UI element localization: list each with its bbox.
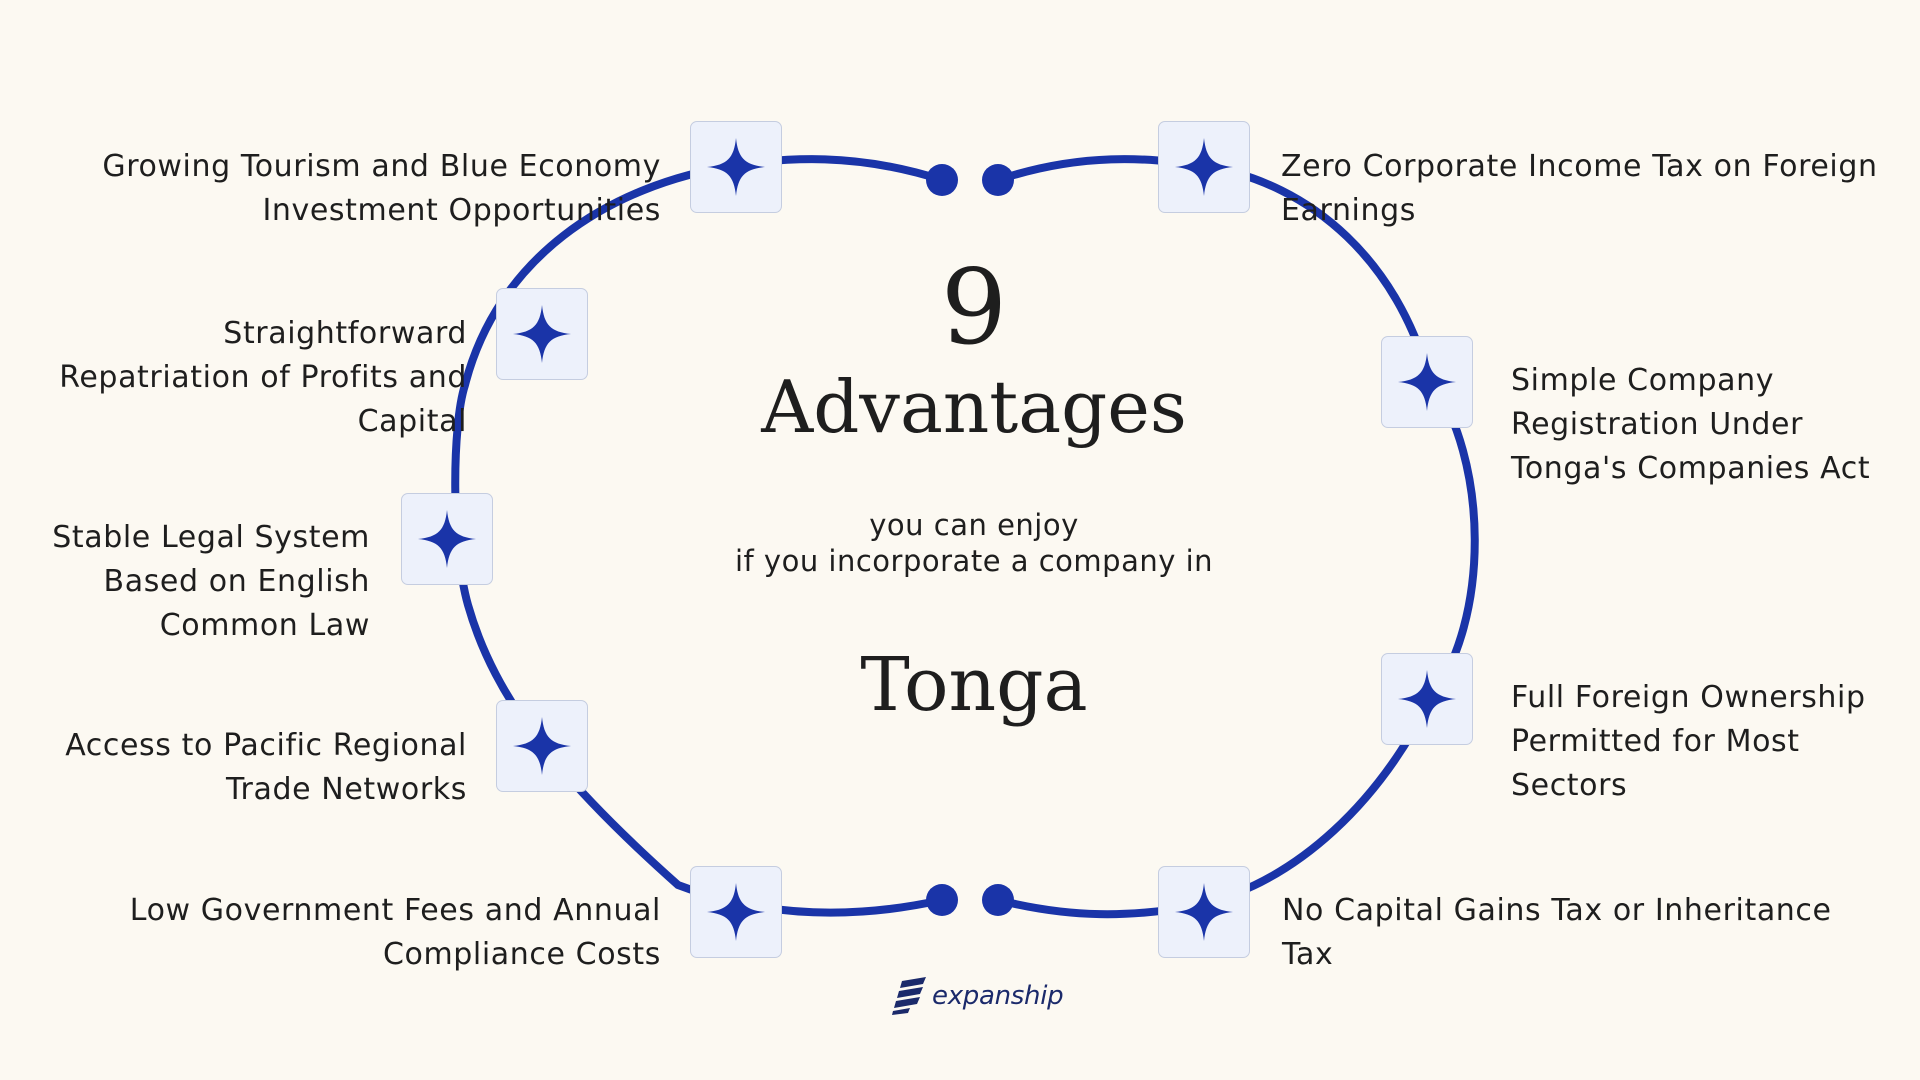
- advantage-label-line: Earnings: [1281, 193, 1416, 228]
- country-name: Tonga: [860, 642, 1088, 728]
- advantage-label-line: Sectors: [1511, 768, 1628, 803]
- advantage-node: [690, 866, 782, 958]
- advantage-node: [1158, 866, 1250, 958]
- ring-endpoint-dot: [926, 884, 958, 916]
- advantage-label-line: Growing Tourism and Blue Economy: [102, 149, 661, 184]
- advantage-node: [401, 493, 493, 585]
- advantage-label: Straightforward Repatriation of Profits …: [59, 312, 467, 444]
- center-subtitle-line2: if you incorporate a company in: [734, 544, 1214, 578]
- brand-logo: expanship: [892, 976, 1064, 1016]
- center-subtitle-line1: you can enjoy: [869, 508, 1079, 542]
- advantage-label: Zero Corporate Income Tax on Foreign Ear…: [1281, 145, 1878, 233]
- advantage-label-line: No Capital Gains Tax or Inheritance: [1282, 893, 1832, 928]
- advantage-label: Stable Legal System Based on English Com…: [52, 516, 370, 648]
- advantage-label-line: Compliance Costs: [382, 937, 661, 972]
- advantage-label-line: Common Law: [159, 608, 370, 643]
- advantage-node: [1381, 336, 1473, 428]
- advantage-label: Access to Pacific Regional Trade Network…: [65, 724, 467, 812]
- four-point-star-icon: [1398, 670, 1456, 728]
- advantage-node: [496, 288, 588, 380]
- four-point-star-icon: [1175, 138, 1233, 196]
- four-point-star-icon: [418, 510, 476, 568]
- four-point-star-icon: [707, 138, 765, 196]
- advantage-node: [690, 121, 782, 213]
- center-heading: Advantages: [761, 365, 1187, 449]
- advantage-node: [1381, 653, 1473, 745]
- expanship-logo-icon: [892, 977, 926, 1015]
- four-point-star-icon: [513, 305, 571, 363]
- advantage-label-line: Tonga's Companies Act: [1511, 451, 1871, 486]
- advantage-label: Low Government Fees and Annual Complianc…: [130, 889, 661, 977]
- advantage-label: Full Foreign Ownership Permitted for Mos…: [1511, 676, 1866, 808]
- advantage-label-line: Investment Opportunities: [262, 193, 661, 228]
- four-point-star-icon: [707, 883, 765, 941]
- advantage-label-line: Straightforward: [223, 316, 467, 351]
- advantage-label: Simple Company Registration Under Tonga'…: [1511, 359, 1870, 491]
- advantage-label-line: Repatriation of Profits and: [59, 360, 467, 395]
- four-point-star-icon: [1398, 353, 1456, 411]
- ring-endpoint-dot: [926, 164, 958, 196]
- advantage-label-line: Based on English: [103, 564, 370, 599]
- advantage-label-line: Simple Company: [1511, 363, 1775, 398]
- advantage-label-line: Zero Corporate Income Tax on Foreign: [1281, 149, 1878, 184]
- four-point-star-icon: [513, 717, 571, 775]
- ring-endpoint-dot: [982, 164, 1014, 196]
- advantage-label: No Capital Gains Tax or Inheritance Tax: [1282, 889, 1832, 977]
- four-point-star-icon: [1175, 883, 1233, 941]
- advantage-count: 9: [940, 246, 1008, 368]
- advantage-label-line: Low Government Fees and Annual: [129, 893, 661, 928]
- advantage-label: Growing Tourism and Blue Economy Investm…: [102, 145, 661, 233]
- brand-name: expanship: [932, 981, 1064, 1011]
- advantage-label-line: Access to Pacific Regional: [65, 728, 467, 763]
- advantage-node: [1158, 121, 1250, 213]
- advantage-node: [496, 700, 588, 792]
- ring-endpoint-dot: [982, 884, 1014, 916]
- advantage-label-line: Permitted for Most: [1511, 724, 1800, 759]
- advantage-label-line: Capital: [357, 404, 467, 439]
- advantage-label-line: Registration Under: [1511, 407, 1804, 442]
- advantage-label-line: Trade Networks: [226, 772, 467, 807]
- advantage-label-line: Stable Legal System: [52, 520, 370, 555]
- advantage-label-line: Full Foreign Ownership: [1511, 680, 1866, 715]
- advantage-label-line: Tax: [1282, 937, 1334, 972]
